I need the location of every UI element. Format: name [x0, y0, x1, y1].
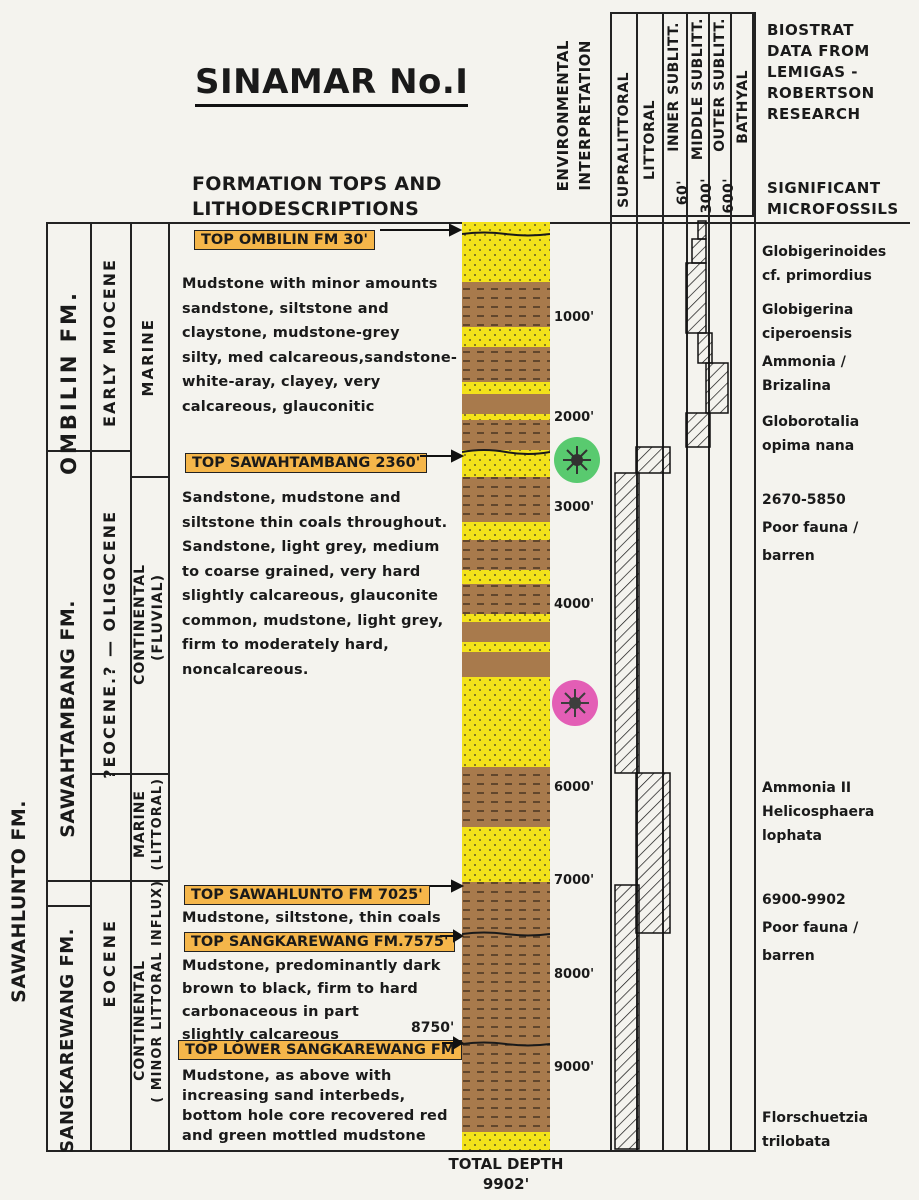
desc-line: claystone, mudstone-grey	[182, 321, 457, 346]
description-sangkarewang: Mudstone, predominantly dark brown to bl…	[182, 955, 441, 1047]
desc-line: noncalcareous.	[182, 658, 447, 683]
desc-line: Mudstone, predominantly dark	[182, 955, 441, 978]
microfossil-group: Ammonia II Helicosphaera lophata	[762, 776, 874, 848]
microfossil-line: Poor fauna /	[762, 514, 858, 542]
microfossil-group: Florschuetzia trilobata	[762, 1106, 868, 1154]
microfossil-line: barren	[762, 942, 858, 970]
desc-line: siltstone thin coals throughout.	[182, 511, 447, 536]
microfossil-line: barren	[762, 542, 858, 570]
description-sawahlunto: Mudstone, siltstone, thin coals	[182, 906, 441, 931]
desc-line: bottom hole core recovered red	[182, 1106, 448, 1126]
microfossil-line: Globigerina	[762, 298, 853, 322]
description-sawahtambang: Sandstone, mudstone and siltstone thin c…	[182, 486, 447, 682]
microfossil-line: opima nana	[762, 434, 859, 458]
description-lower-sangkarewang: Mudstone, as above with increasing sand …	[182, 1066, 448, 1146]
microfossil-line: Globorotalia	[762, 410, 859, 434]
desc-line: to coarse grained, very hard	[182, 560, 447, 585]
desc-line: Mudstone, as above with	[182, 1066, 448, 1086]
desc-line: Mudstone with minor amounts	[182, 272, 457, 297]
microfossil-line: 2670-5850	[762, 486, 858, 514]
environment-bars	[610, 217, 754, 1152]
microfossil-line: 6900-9902	[762, 886, 858, 914]
desc-line: carbonaceous in part	[182, 1001, 441, 1024]
microfossil-line: Poor fauna /	[762, 914, 858, 942]
microfossil-line: ciperoensis	[762, 322, 853, 346]
desc-line: firm to moderately hard,	[182, 633, 447, 658]
desc-line: increasing sand interbeds,	[182, 1086, 448, 1106]
microfossil-line: Florschuetzia	[762, 1106, 868, 1130]
desc-line: sandstone, siltstone and	[182, 297, 457, 322]
desc-line: Sandstone, mudstone and	[182, 486, 447, 511]
microfossil-group: Globigerinoides cf. primordius	[762, 240, 886, 288]
microfossil-group: Globigerina ciperoensis	[762, 298, 853, 346]
microfossil-line: Ammonia II	[762, 776, 874, 800]
microfossil-group: Ammonia / Brizalina	[762, 350, 846, 398]
desc-line: silty, med calcareous,sandstone-	[182, 346, 457, 371]
microfossil-line: Globigerinoides	[762, 240, 886, 264]
microfossil-line: lophata	[762, 824, 874, 848]
total-depth: TOTAL DEPTH 9902'	[436, 1154, 576, 1194]
microfossil-group: Globorotalia opima nana	[762, 410, 859, 458]
total-depth-label: TOTAL DEPTH	[436, 1154, 576, 1174]
desc-line: slightly calcareous, glauconite	[182, 584, 447, 609]
desc-line: Mudstone, siltstone, thin coals	[182, 906, 441, 931]
microfossil-group: 2670-5850 Poor fauna / barren	[762, 486, 858, 570]
microfossil-line: Ammonia /	[762, 350, 846, 374]
desc-line: and green mottled mudstone	[182, 1126, 448, 1146]
microfossil-line: trilobata	[762, 1130, 868, 1154]
desc-line: slightly calcareous	[182, 1024, 441, 1047]
desc-line: white-aray, clayey, very	[182, 370, 457, 395]
microfossil-line: Helicosphaera	[762, 800, 874, 824]
desc-line: calcareous, glauconitic	[182, 395, 457, 420]
total-depth-value: 9902'	[436, 1174, 576, 1194]
microfossil-line: Brizalina	[762, 374, 846, 398]
desc-line: brown to black, firm to hard	[182, 978, 441, 1001]
description-ombilin: Mudstone with minor amounts sandstone, s…	[182, 272, 457, 419]
desc-line: common, mudstone, light grey,	[182, 609, 447, 634]
microfossil-line: cf. primordius	[762, 264, 886, 288]
desc-line: Sandstone, light grey, medium	[182, 535, 447, 560]
microfossil-group: 6900-9902 Poor fauna / barren	[762, 886, 858, 970]
